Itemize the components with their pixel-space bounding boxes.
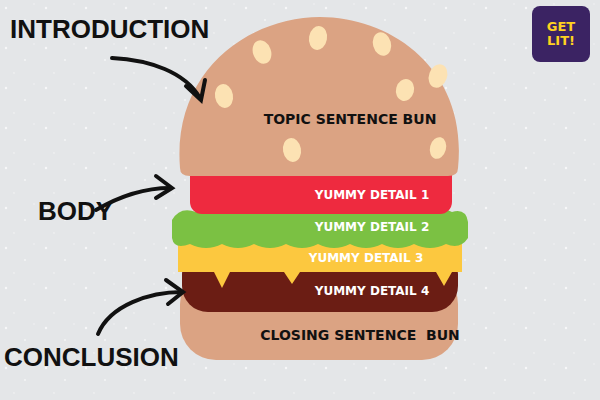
- sesame-seeds: [213, 25, 451, 164]
- detail-layer: YUMMY DETAIL 4: [262, 280, 482, 304]
- cheese: [178, 242, 462, 288]
- section-label: INTRODUCTION: [10, 14, 209, 45]
- top-bun: [179, 17, 458, 176]
- layer-text: YUMMY DETAIL 4: [315, 285, 430, 298]
- logo-badge: GET LIT!: [532, 6, 590, 62]
- layer-text: TOPIC SENTENCE BUN: [264, 112, 437, 127]
- layer-text: YUMMY DETAIL 2: [315, 221, 430, 234]
- detail-layer: YUMMY DETAIL 1: [262, 184, 482, 208]
- section-label: BODY: [38, 196, 113, 227]
- logo-text: GET LIT!: [537, 20, 585, 47]
- layer-text: YUMMY DETAIL 1: [315, 189, 430, 202]
- detail-layer: YUMMY DETAIL 2: [282, 217, 462, 239]
- topic-bun: TOPIC SENTENCE BUN: [235, 105, 465, 135]
- layer-text: CLOSING SENTENCE BUN: [260, 328, 460, 343]
- detail-layer: YUMMY DETAIL 3: [276, 248, 456, 270]
- closing-bun: CLOSING SENTENCE BUN: [235, 322, 485, 350]
- section-label: CONCLUSION: [4, 342, 179, 373]
- layer-text: YUMMY DETAIL 3: [309, 252, 424, 265]
